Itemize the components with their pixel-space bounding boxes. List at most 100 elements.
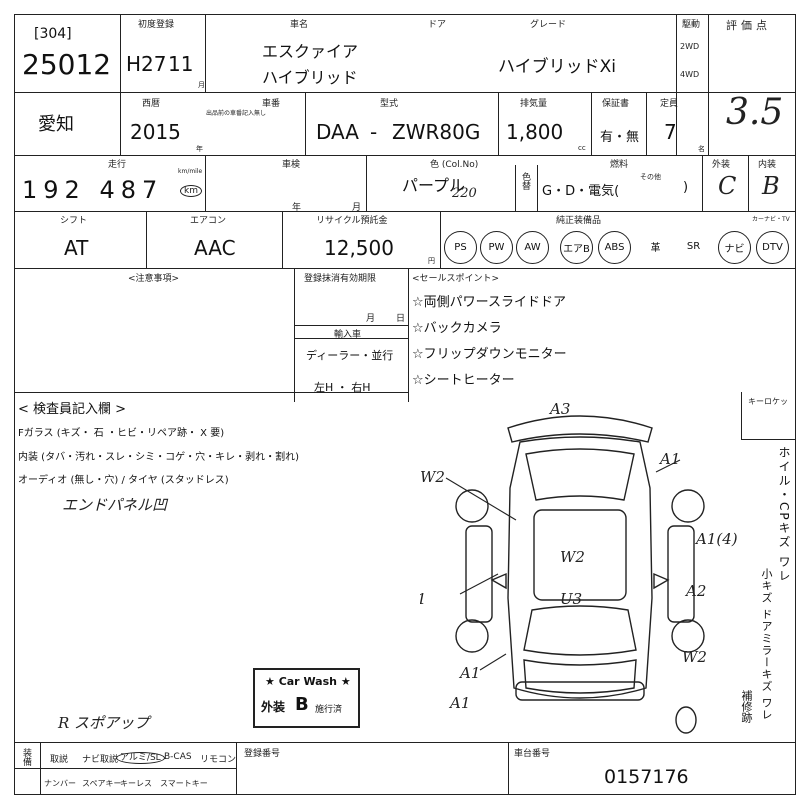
grade-value: ハイブリッドXi — [498, 57, 617, 77]
equip-alloy-circle: アルミ/SL — [116, 752, 165, 764]
lot-number: 25012 — [22, 48, 112, 81]
label-inspector: < 検査員記入欄 > — [18, 402, 127, 417]
label-yen: 円 — [428, 257, 435, 265]
div — [146, 211, 147, 268]
mark-u3: U3 — [560, 590, 582, 608]
equip-spare-key: スペアキー — [82, 779, 122, 788]
mark-a1-left: A1 — [420, 590, 426, 608]
div — [676, 14, 677, 155]
mark-w2-mid: W2 — [560, 548, 585, 566]
sales-point-3: ☆フリップダウンモニター — [412, 347, 567, 362]
mark-a1-top: A1 — [658, 450, 680, 468]
plate-note: 出品前の車番記入無し — [206, 110, 267, 117]
mark-a1-bottom: A1 — [458, 664, 480, 682]
div — [741, 392, 742, 439]
label-car-navi-tv: カーナビ・TV — [752, 216, 790, 223]
inspector-line3: オーディオ (無し・穴) / タイヤ (スタッドレス) — [18, 475, 229, 486]
mark-a3: A3 — [548, 400, 570, 418]
car-diagram: A3 W2 A1 W2 A1(4) A1 U3 A2 W2 A1 A1 — [420, 400, 738, 734]
label-model: 型式 — [380, 99, 399, 109]
drive-4wd: 4WD — [680, 70, 700, 79]
car-wash-title: ★ Car Wash ★ — [265, 675, 351, 688]
div — [440, 211, 441, 268]
sheet-border — [14, 14, 796, 15]
displacement: 1,800 — [506, 120, 564, 144]
row-line-2 — [14, 155, 796, 156]
recycle-value: 12,500 — [324, 236, 394, 260]
label-year: 年 — [196, 145, 203, 153]
car-name-line1: エスクァイア — [262, 42, 359, 61]
row-line-5 — [14, 392, 409, 393]
option-airbag: エアB — [560, 231, 593, 264]
label-color: 色 (Col.No) — [430, 160, 479, 170]
div — [366, 155, 367, 211]
sales-point-2: ☆バックカメラ — [412, 321, 502, 336]
row-line-3 — [14, 211, 796, 212]
div — [708, 14, 709, 155]
car-wash-label: 外装 — [261, 700, 286, 714]
inner-line — [14, 794, 796, 795]
inner-line — [294, 325, 408, 326]
equip-bcas: B-CAS — [164, 752, 192, 762]
row-line-4 — [14, 268, 796, 269]
model-prefix: DAA — [316, 120, 359, 144]
label-door: ドア — [428, 20, 447, 30]
div — [408, 268, 409, 402]
inner-line — [294, 338, 408, 339]
drive-2wd: 2WD — [680, 42, 700, 51]
div — [40, 742, 41, 794]
inner-line — [14, 768, 236, 769]
label-people: 名 — [698, 145, 705, 153]
label-interior: 内装 — [758, 160, 777, 170]
label-recycle: リサイクル預託金 — [316, 216, 388, 226]
div — [294, 268, 295, 402]
label-options: 純正装備品 — [556, 216, 602, 226]
row-line-6 — [14, 742, 796, 743]
label-steering: 左H ・ 右H — [314, 381, 371, 394]
exterior-grade: C — [718, 172, 737, 200]
label-rating: 評価点 — [726, 19, 771, 32]
label-grade: グレード — [530, 20, 567, 30]
odometer-note: km/mile — [178, 168, 203, 175]
mileage-unit-circle: km — [180, 185, 202, 197]
label-day: 日 — [396, 314, 406, 324]
frame-left — [14, 14, 15, 794]
equip-navi-manual: ナビ取説 — [82, 755, 119, 765]
option-navi: ナビ — [718, 231, 751, 264]
sales-point-1: ☆両側パワースライドドア — [412, 295, 567, 310]
label-notes: <注意事項> — [128, 274, 180, 284]
inner-line — [741, 439, 795, 440]
label-displacement: 排気量 — [520, 99, 548, 109]
chassis-number: 0157176 — [604, 766, 689, 788]
label-inspection: 車検 — [282, 160, 301, 170]
mark-a2: A2 — [684, 582, 706, 600]
label-year-small: 年 — [292, 203, 302, 213]
label-mileage: 走行 — [108, 160, 127, 170]
label-inspect-valid: 登録抹消有効期限 — [304, 274, 377, 284]
row-line-1 — [14, 92, 796, 93]
first-reg-month: 11 — [168, 52, 194, 76]
color-value: パープル — [402, 176, 466, 195]
div — [120, 14, 121, 155]
label-dealer: ディーラー・並行 — [306, 349, 394, 362]
warranty-value: 有・無 — [600, 130, 640, 145]
label-fuel-other: その他 — [640, 173, 661, 181]
inspector-line1: Fガラス (キズ・ 石 ・ヒビ・リペア跡・ X 要) — [18, 428, 225, 439]
frame-right — [795, 14, 796, 794]
label-fuel: 燃料 — [610, 160, 629, 170]
div — [498, 92, 499, 155]
shift-value: AT — [64, 236, 89, 260]
option-abs: ABS — [598, 231, 631, 264]
mileage: 192 487 — [22, 176, 164, 204]
rating-value: 3.5 — [726, 92, 784, 133]
lot-code: [304] — [34, 26, 72, 42]
hand-note: エンドパネル凹 — [62, 496, 168, 514]
div — [515, 165, 516, 211]
inspector-line2: 内装 (タバ・汚れ・スレ・シミ・コゲ・穴・キレ・剥れ・割れ) — [18, 452, 299, 463]
mileage-unit: km — [180, 185, 202, 197]
div — [508, 742, 509, 794]
label-month: 月 — [198, 81, 205, 89]
color-number: 220 — [452, 186, 477, 201]
option-dtv: DTV — [756, 231, 789, 264]
model-dash: - — [370, 120, 378, 144]
